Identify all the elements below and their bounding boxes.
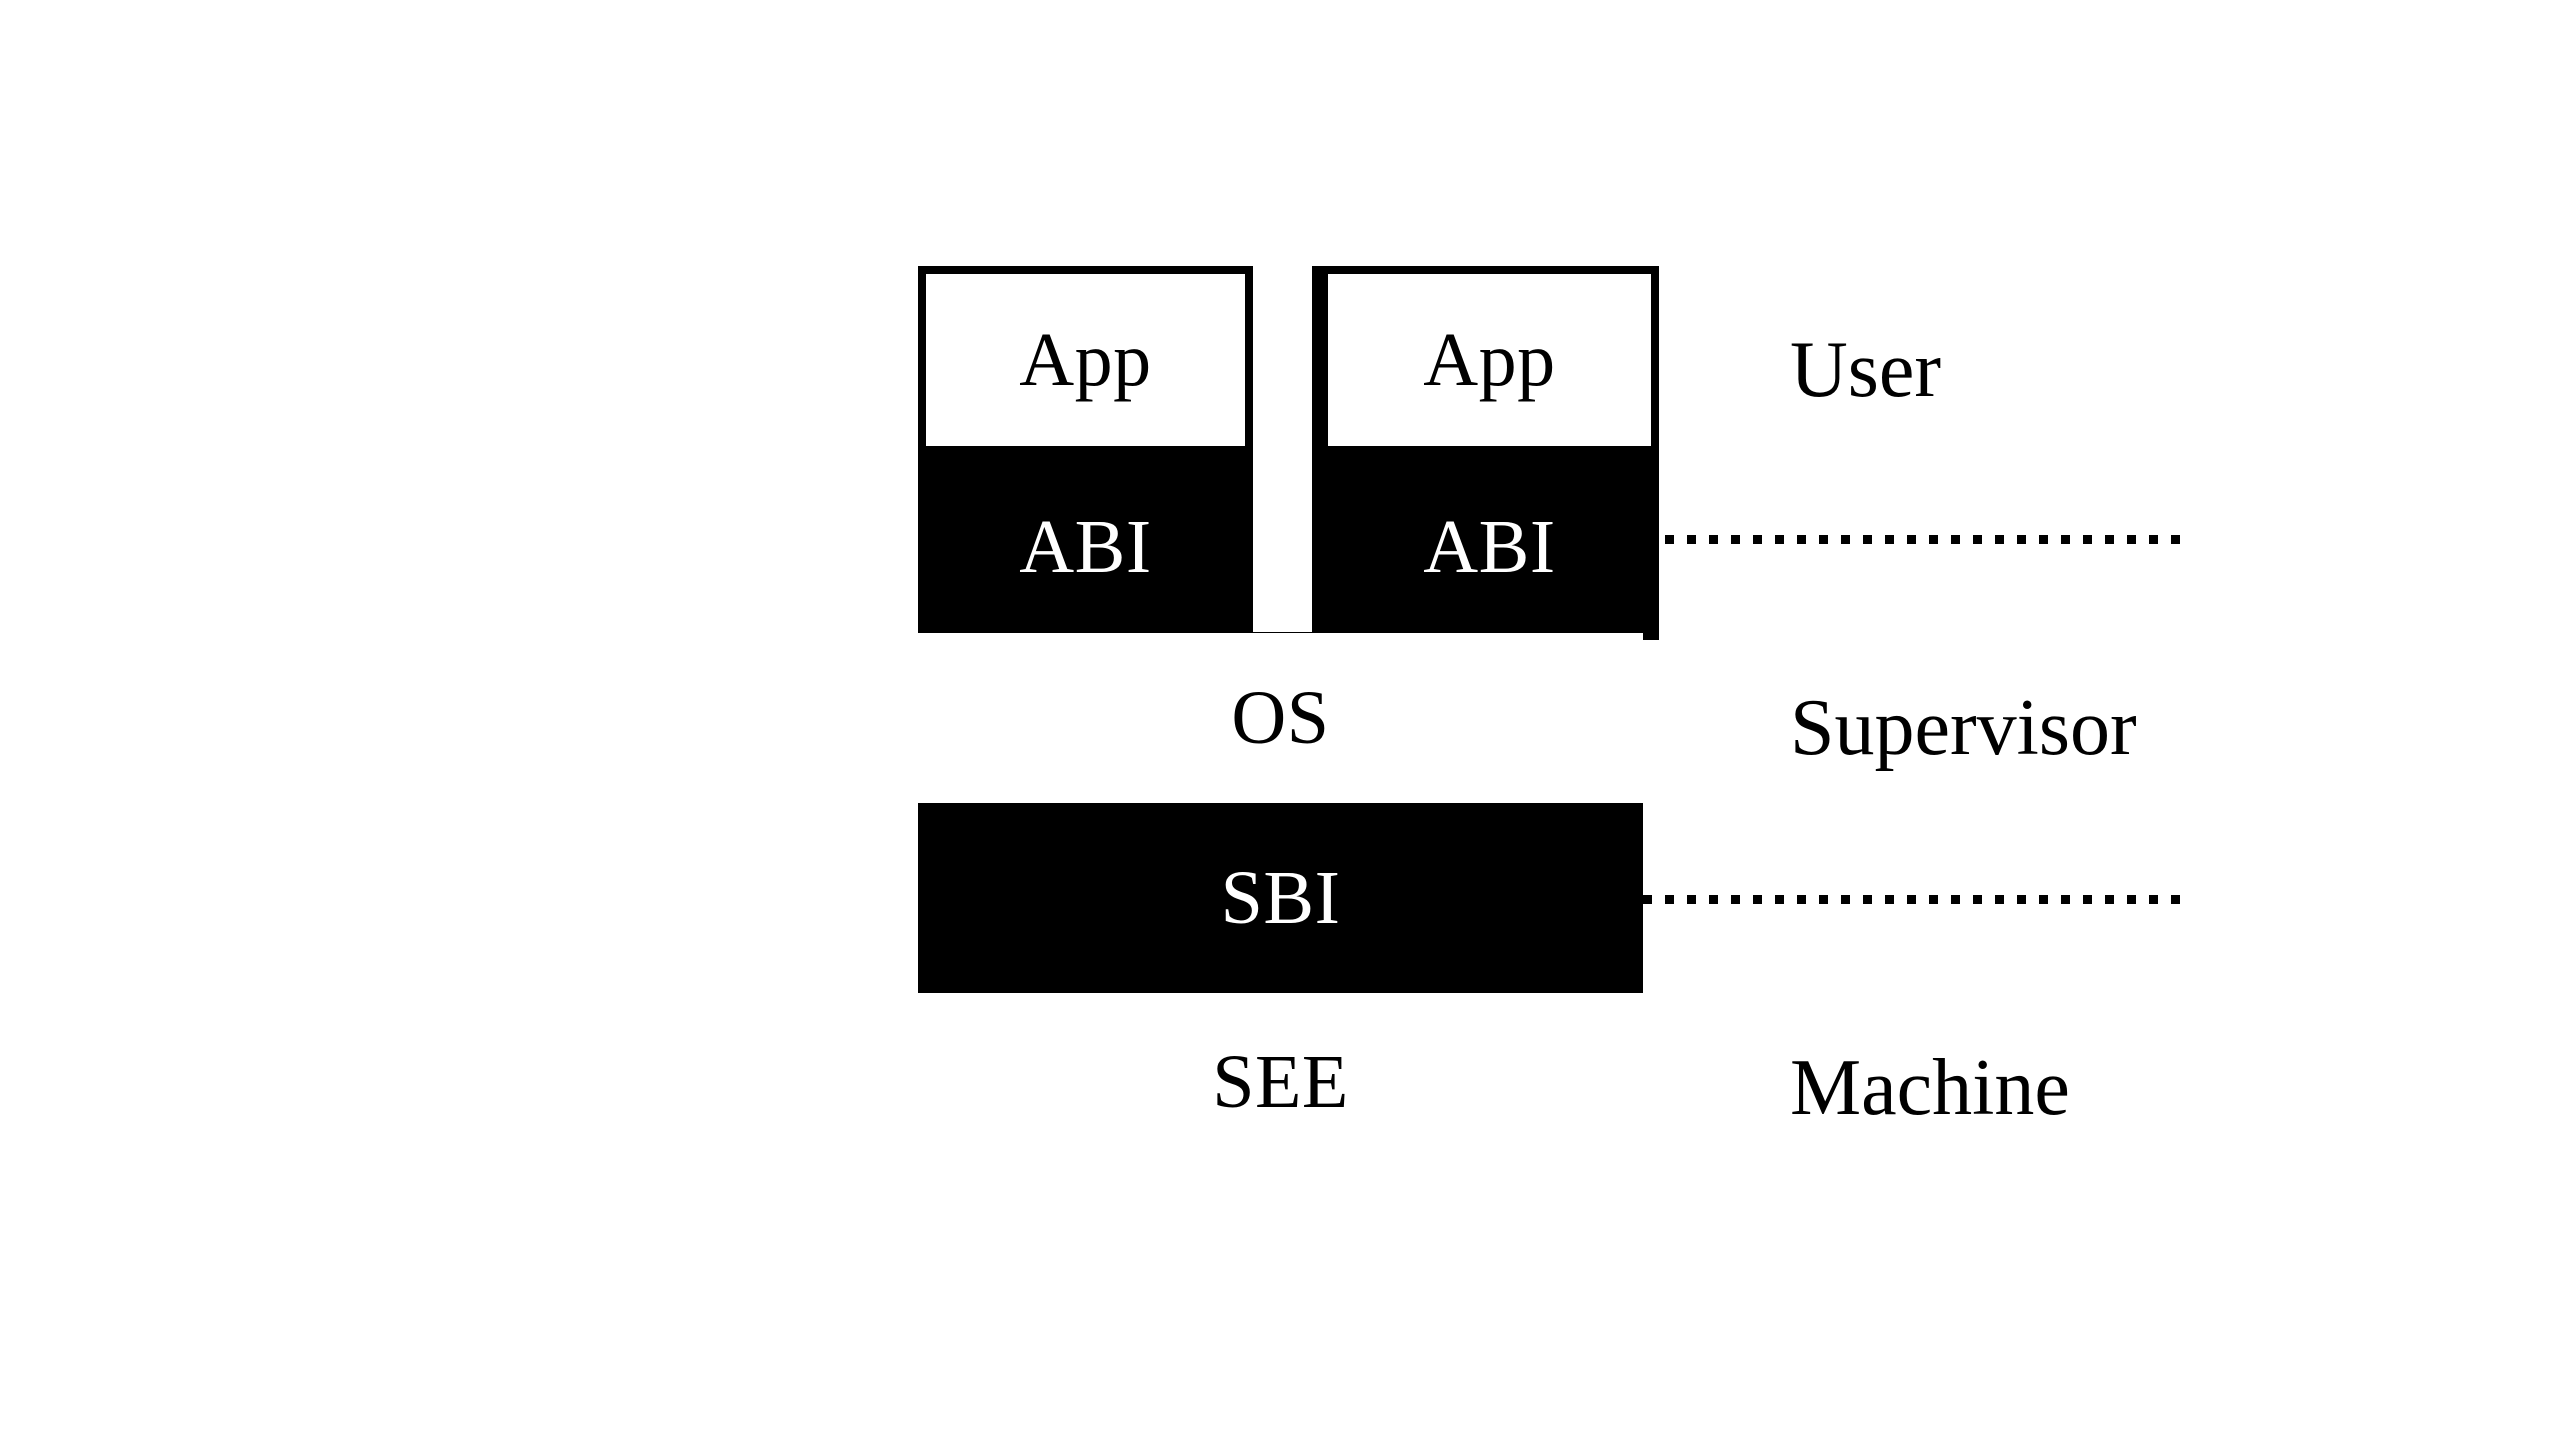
sbi-boundary-dotted-line bbox=[1643, 895, 2183, 904]
abi-boundary-dotted-line bbox=[1643, 535, 2183, 544]
sbi-band: SBI bbox=[918, 803, 1643, 993]
stack-frame: App App ABI ABI OS SBI SEE bbox=[918, 266, 1659, 1170]
abi-band-left: ABI bbox=[918, 454, 1253, 640]
mode-label-supervisor: Supervisor bbox=[1790, 684, 2137, 772]
app-box-left: App bbox=[918, 266, 1253, 454]
mode-label-machine: Machine bbox=[1790, 1044, 2070, 1132]
os-band: OS bbox=[918, 633, 1643, 803]
abi-band-right: ABI bbox=[1320, 454, 1659, 640]
see-band: SEE bbox=[918, 993, 1643, 1170]
mode-label-user: User bbox=[1790, 326, 1942, 414]
app-box-right: App bbox=[1320, 266, 1659, 454]
app-separator-notch bbox=[1245, 266, 1320, 640]
